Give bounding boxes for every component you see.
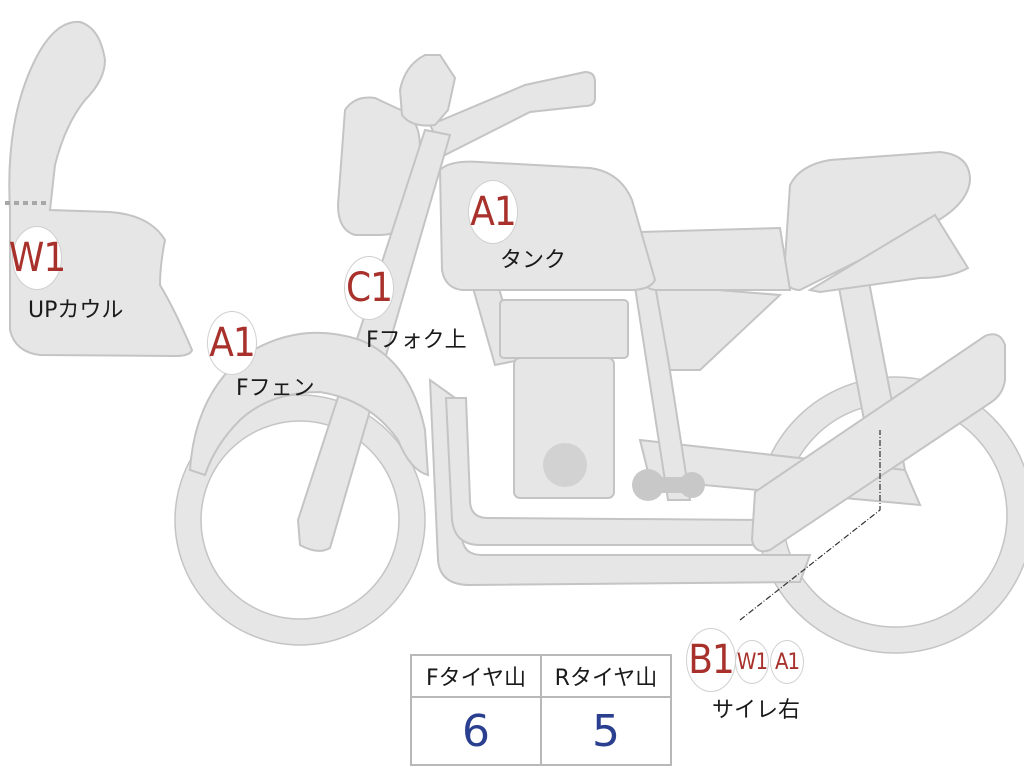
rear-tyre-value: 5 [540,696,672,766]
f-fender-badge: A1 [207,311,257,375]
handlebar [428,70,596,157]
f-fork-upper-label: Fフォク上 [366,328,467,353]
silencer-a-badge: A1 [770,640,804,684]
engine-cover [543,443,587,487]
tail-cowl [807,213,970,294]
foot-peg-end [632,469,664,501]
tyre-tread-table: Fタイヤ山 Rタイヤ山 6 5 [410,654,672,766]
tank-badge: A1 [468,180,518,244]
silencer-right-label: サイレ右 [712,698,801,723]
side-cover [653,283,783,371]
mirror [398,54,457,127]
front-tyre-header: Fタイヤ山 [410,654,542,698]
front-tire-inner [200,420,400,620]
front-seat [639,226,792,291]
engine-block [513,357,615,499]
silencer [750,333,1006,553]
up-cowl-label: UPカウル [28,298,124,323]
engine-head [499,299,629,359]
up-cowl-badge: W1 [9,226,66,290]
front-fork [296,128,452,552]
front-tire-outline [174,394,426,646]
rear-tyre-header: Rタイヤ山 [540,654,672,698]
tank-label: タンク [500,248,567,273]
f-fork-upper-badge: C1 [344,256,394,320]
f-fender-label: Fフェン [236,376,315,401]
front-tyre-value: 6 [410,696,542,766]
front-tire [175,395,425,645]
silencer-b-badge: B1 [686,628,736,692]
foot-peg-end-2 [679,472,705,498]
silencer-w-badge: W1 [735,640,769,684]
silencer-leader-line [739,430,881,621]
